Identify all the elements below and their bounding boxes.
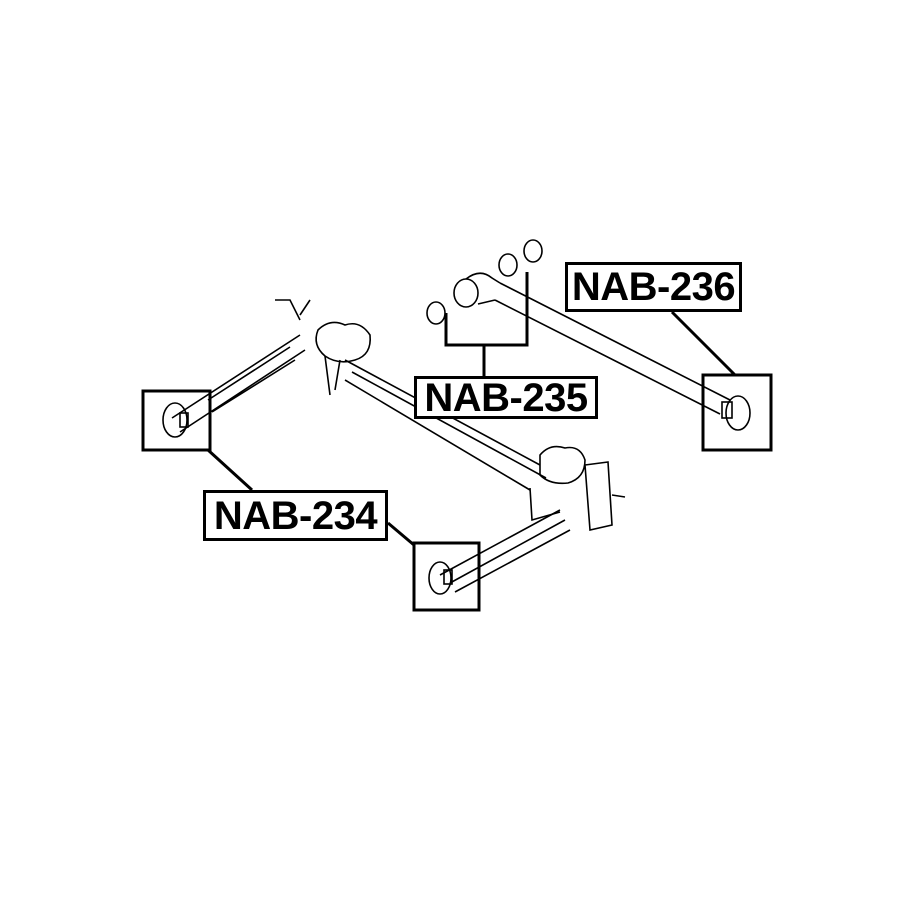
left-hub [315, 321, 372, 363]
part-label-nab-234: NAB-234 [203, 490, 388, 541]
bracket-235 [444, 272, 529, 376]
right-bushing [725, 395, 751, 431]
right-knuckle [529, 487, 561, 522]
left-hub-sensor [275, 299, 311, 321]
link-end [465, 272, 501, 305]
rear-axle-linework [162, 239, 751, 595]
part-label-nab-236: NAB-236 [565, 262, 742, 312]
link-eye [453, 278, 479, 308]
left-bushing-core [179, 412, 189, 428]
callout-box-bottom [412, 541, 481, 612]
left-bushing [162, 402, 188, 438]
leader-234-left [206, 448, 254, 492]
right-hub [539, 445, 586, 485]
callout-box-left [141, 389, 212, 452]
washer-part [523, 239, 543, 263]
part-label-nab-235: NAB-235 [414, 376, 598, 419]
leader-234-bottom [387, 521, 415, 547]
right-trailing-arm [439, 509, 571, 593]
callout-box-right [701, 373, 773, 452]
left-knuckle [324, 355, 341, 396]
right-brake-plate [584, 461, 626, 531]
bushing-part-1 [426, 301, 446, 325]
callouts [141, 272, 773, 612]
bottom-bushing [428, 561, 452, 595]
lateral-link [494, 282, 731, 415]
left-trailing-arm [171, 334, 306, 433]
bottom-bushing-core [443, 569, 453, 585]
leader-236 [670, 310, 737, 377]
bushing-part-2 [498, 253, 518, 277]
right-bushing-core [721, 401, 733, 419]
